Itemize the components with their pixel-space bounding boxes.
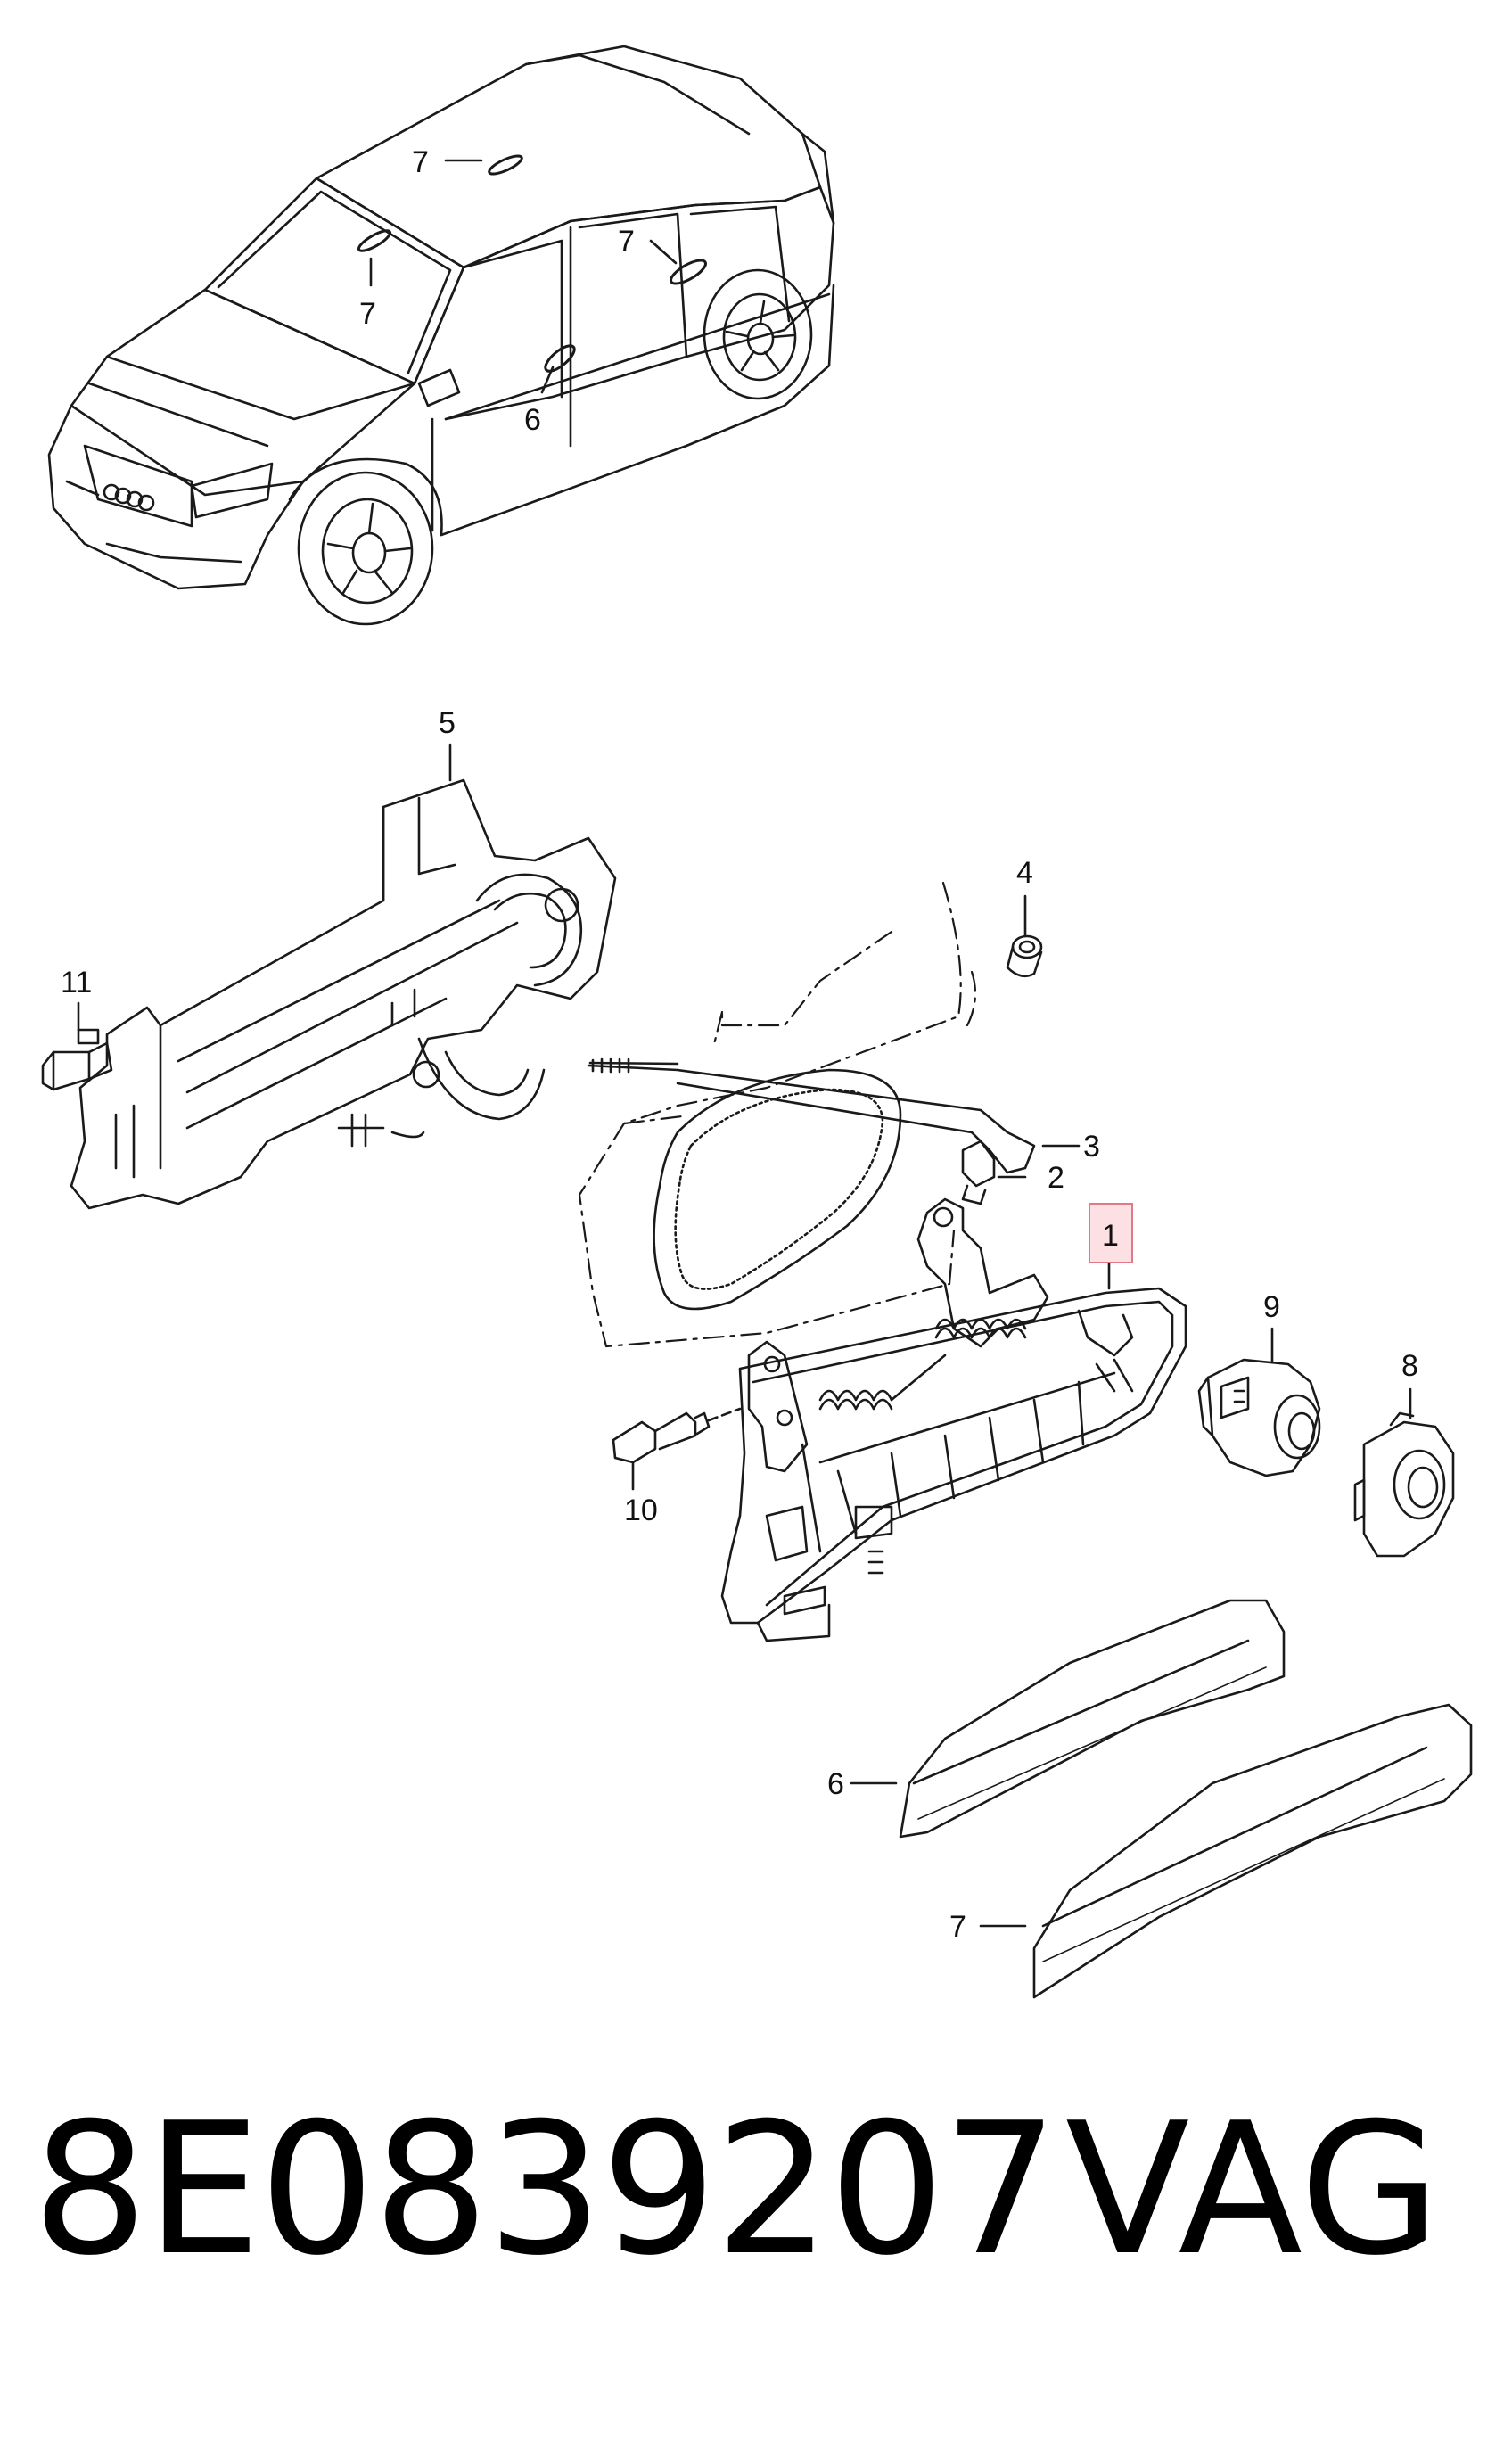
callout-6: 6 bbox=[827, 1767, 844, 1801]
lock-cap-part-8 bbox=[1353, 1387, 1455, 1558]
highlight-box bbox=[1089, 1203, 1133, 1263]
callout-3: 3 bbox=[1083, 1130, 1100, 1164]
callout-11: 11 bbox=[61, 966, 92, 1000]
handle-cover-part-7 bbox=[979, 1703, 1473, 1999]
callout-1: 1 bbox=[1102, 1219, 1119, 1253]
grille bbox=[83, 444, 193, 528]
callout-5: 5 bbox=[439, 706, 456, 740]
callout-labels: 7 7 7 6 5 11 4 3 2 1 9 8 10 6 7 bbox=[61, 145, 1418, 1944]
handle-carrier-part-1 bbox=[720, 1197, 1187, 1642]
audi-rings-logo bbox=[103, 483, 155, 512]
rear-wheel bbox=[703, 268, 813, 400]
part-number: 8E0839207 bbox=[32, 2085, 1058, 2296]
door-panel-outline bbox=[578, 881, 977, 1348]
door-handle-pocket bbox=[653, 1068, 902, 1311]
callout-2: 2 bbox=[1048, 1161, 1064, 1195]
clip-part-2 bbox=[961, 1140, 1027, 1205]
callout-roof-7: 7 bbox=[412, 145, 429, 179]
callout-8: 8 bbox=[1401, 1349, 1418, 1383]
car-overview-illustration bbox=[47, 45, 835, 626]
callout-10: 10 bbox=[624, 1493, 658, 1527]
front-wheel bbox=[288, 457, 443, 626]
operating-rod-part-3 bbox=[587, 1057, 1081, 1174]
connector-part-11 bbox=[41, 1001, 113, 1091]
car-handle-markers bbox=[357, 154, 707, 373]
callout-windshield-7: 7 bbox=[359, 297, 376, 331]
callout-9: 9 bbox=[1263, 1290, 1280, 1324]
callout-rear-door-7: 7 bbox=[618, 225, 635, 259]
callout-7: 7 bbox=[949, 1910, 966, 1944]
brand-label: VAG bbox=[1065, 2085, 1441, 2296]
lock-cylinder-part-9 bbox=[1197, 1327, 1321, 1477]
handle-cover-part-6 bbox=[850, 1599, 1286, 1839]
pin-part-10 bbox=[612, 1407, 742, 1491]
grommet-part-4 bbox=[1006, 894, 1043, 978]
carrier-frame-part-5 bbox=[70, 743, 617, 1210]
callout-4: 4 bbox=[1016, 856, 1033, 890]
callout-front-door-6: 6 bbox=[524, 403, 541, 437]
